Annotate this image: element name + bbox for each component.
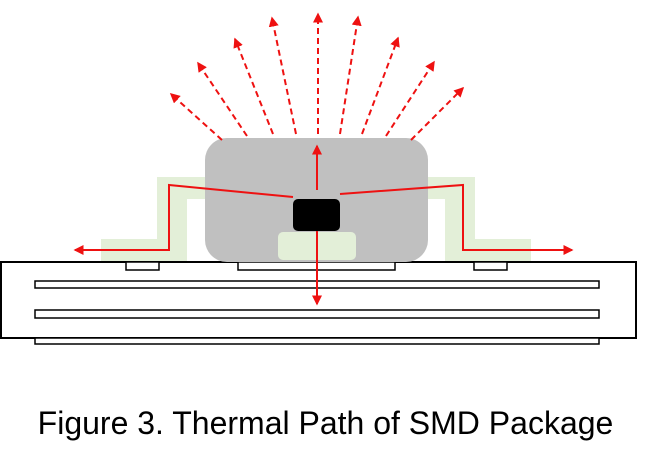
path-to-left-lead-arrow [73,183,294,255]
radiation-arrow-6 [339,15,362,135]
pcb-copper-layer-middle [34,309,600,319]
pcb-copper-layer-bottom [34,337,600,345]
radiation-arrow-7 [361,36,400,135]
pcb-board [0,261,637,345]
radiation-arrow-2 [197,61,248,137]
radiation-arrow-8 [385,60,435,137]
radiation-arrow-1 [169,92,223,141]
solder-pad-left [125,261,160,271]
radiation-arrow-9 [410,86,465,141]
radiation-arrow-4 [268,16,297,135]
radiation-arrow-3 [233,37,274,135]
conduction-paths [73,144,574,306]
pcb-outline [0,261,637,339]
path-to-right-lead-arrow [339,183,574,255]
die [293,199,340,231]
figure-caption: Figure 3. Thermal Path of SMD Package [37,405,614,441]
thermal-path-diagram [0,12,637,345]
solder-pad-right [473,261,508,271]
radiation-paths [169,12,465,141]
